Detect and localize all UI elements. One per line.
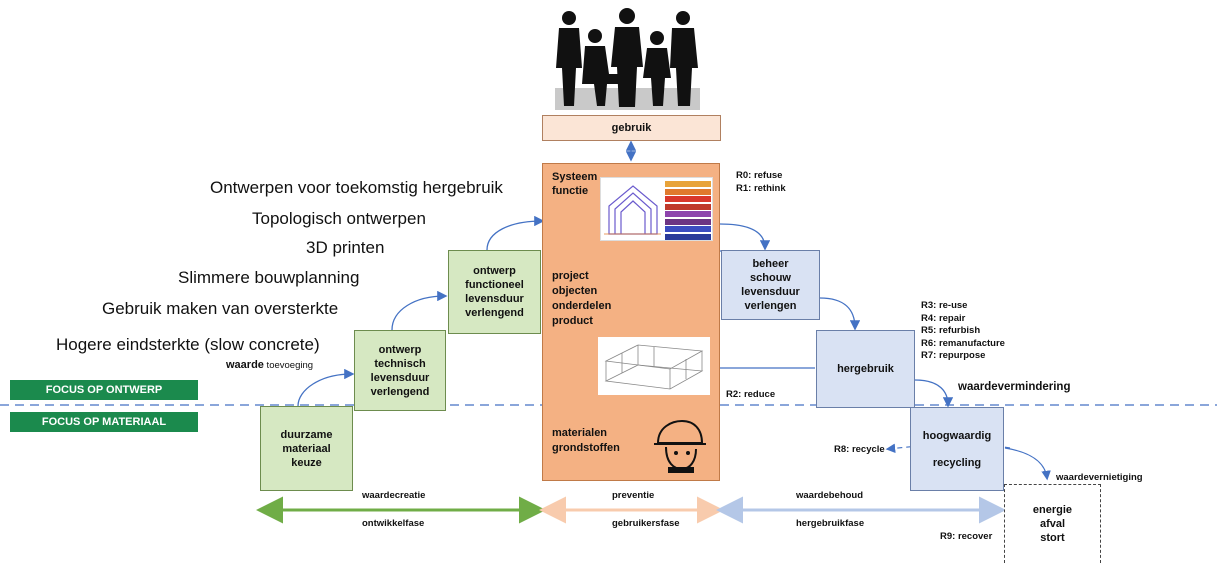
gebruik-label: gebruik — [611, 122, 652, 134]
legend-band-6 — [665, 218, 711, 225]
ontwerp-technisch-box: ontwerp technisch levensduur verlengend — [354, 330, 446, 411]
r6-label: R6: remanufacture — [921, 337, 1005, 349]
beheer-box: beheer schouw levensduur verlengen — [721, 250, 820, 320]
hergebruikfase-label: hergebruikfase — [796, 518, 865, 529]
waardevernietiging-label: waardevernietiging — [1056, 472, 1143, 483]
building-frame-icon — [598, 337, 710, 395]
r4-label: R4: repair — [921, 312, 966, 324]
arrow-technisch-functioneel — [391, 290, 448, 331]
r9-label: R9: recover — [940, 531, 993, 542]
r0-r1-list: R0: refuse R1: rethink — [736, 170, 786, 195]
left-list-item-5: Gebruik maken van oversterkte — [102, 299, 339, 318]
technisch-line-1: ontwerp — [378, 343, 422, 356]
arrow-functioneel-systeem — [486, 215, 545, 251]
gebruikersfase-label: gebruikersfase — [612, 518, 680, 529]
duurzame-line-1: duurzame — [280, 428, 333, 441]
hergebruik-label: hergebruik — [837, 363, 894, 375]
hoogwaardig-line-1: hoogwaardig — [922, 429, 992, 442]
house-diagram-icon — [600, 177, 713, 241]
left-list-item-3: 3D printen — [306, 238, 385, 257]
r3-r7-list: R3: re-use R4: repair R5: refurbish R6: … — [921, 300, 1005, 363]
toevoeging-word: toevoeging — [263, 360, 314, 371]
beheer-line-2: schouw — [750, 272, 791, 284]
waardevermindering-label: waardevermindering — [958, 381, 1071, 393]
hoogwaardig-recycling-box: hoogwaardig recycling — [910, 407, 1004, 491]
systeem-functie-label: Systeem functie — [552, 170, 597, 198]
r8-label: R8: recycle — [834, 444, 885, 455]
waarde-word: waarde — [226, 359, 264, 371]
duurzame-line-3: keuze — [291, 456, 322, 469]
r0-label: R0: refuse — [736, 170, 783, 181]
preventie-label: preventie — [612, 490, 655, 501]
focus-materiaal-label: FOCUS OP MATERIAAL — [41, 416, 167, 428]
r1-label: R1: rethink — [736, 182, 786, 194]
waardebehoud-label: waardebehoud — [796, 490, 864, 501]
project-label: project objecten onderdelen product — [552, 269, 611, 329]
ontwikkelfase-label: ontwikkelfase — [362, 518, 425, 529]
legend-band-2 — [665, 188, 711, 195]
r2-label: R2: reduce — [726, 389, 776, 400]
functioneel-line-1: ontwerp — [473, 265, 516, 277]
left-list-item-2: Topologisch ontwerpen — [252, 209, 426, 228]
functioneel-line-4: verlengend — [465, 307, 524, 319]
technisch-line-2: technisch — [374, 357, 426, 370]
house-legend — [665, 181, 711, 240]
worker-helmet-icon — [654, 419, 706, 473]
duurzame-materiaal-keuze-box: duurzame materiaal keuze — [260, 406, 353, 491]
focus-ontwerp-label: FOCUS OP ONTWERP — [45, 384, 163, 396]
legend-band-3 — [665, 196, 711, 202]
left-list-item-6: Hogere eindsterkte (slow concrete) — [56, 335, 320, 354]
project-line-1: project — [552, 270, 589, 282]
arrow-waardevernietiging — [1004, 447, 1051, 481]
functioneel-line-2: functioneel — [465, 279, 524, 291]
beheer-line-4: verlengen — [744, 300, 797, 312]
left-list-item-4: Slimmere bouwplanning — [178, 268, 360, 287]
focus-materiaal-bar: FOCUS OP MATERIAAL — [10, 412, 198, 432]
legend-band-7 — [665, 226, 711, 232]
arrow-duurzame-technisch — [297, 368, 355, 407]
energie-afval-stort-box: energie afval stort — [1004, 484, 1101, 563]
left-list-item-1: Ontwerpen voor toekomstig hergebruik — [210, 178, 503, 197]
r7-label: R7: repurpose — [921, 350, 986, 361]
project-line-4: product — [552, 315, 593, 327]
legend-band-4 — [665, 203, 711, 210]
waardecreatie-label: waardecreatie — [362, 490, 426, 501]
project-line-3: onderdelen — [552, 300, 612, 312]
functioneel-line-3: levensduur — [465, 293, 524, 305]
technisch-line-4: verlengend — [370, 385, 430, 398]
waarde-toevoeging-label: waarde toevoeging — [226, 359, 313, 371]
beheer-line-3: levensduur — [741, 286, 800, 298]
energie-line-1: energie — [1032, 504, 1073, 516]
gebruik-box: gebruik — [542, 115, 721, 141]
technisch-line-3: levensduur — [370, 371, 430, 384]
duurzame-line-2: materiaal — [282, 442, 331, 455]
arrow-beheer-hergebruik — [819, 297, 861, 331]
project-line-2: objecten — [552, 285, 598, 297]
legend-band-5 — [665, 211, 711, 217]
systeem-line-1: Systeem — [552, 171, 598, 183]
legend-band-8 — [665, 233, 711, 240]
systeem-line-2: functie — [552, 185, 589, 197]
arrow-systeem-beheer — [719, 223, 771, 251]
focus-ontwerp-bar: FOCUS OP ONTWERP — [10, 380, 198, 400]
legend-band-1 — [665, 181, 711, 187]
ontwerp-functioneel-box: ontwerp functioneel levensduur verlengen… — [448, 250, 541, 334]
r3-label: R3: re-use — [921, 300, 968, 311]
arrow-hergebruik-hoogwaardig — [914, 379, 954, 408]
energie-line-2: afval — [1039, 518, 1066, 530]
materialen-label: materialen grondstoffen — [552, 426, 620, 456]
beheer-line-1: beheer — [752, 258, 789, 270]
r5-label: R5: refurbish — [921, 325, 981, 336]
energie-line-3: stort — [1040, 532, 1065, 544]
materialen-line-1: materialen — [552, 427, 608, 439]
hoogwaardig-line-2: recycling — [932, 456, 982, 469]
hergebruik-box: hergebruik — [816, 330, 915, 408]
materialen-line-2: grondstoffen — [552, 442, 620, 454]
business-people-icon — [555, 8, 700, 110]
